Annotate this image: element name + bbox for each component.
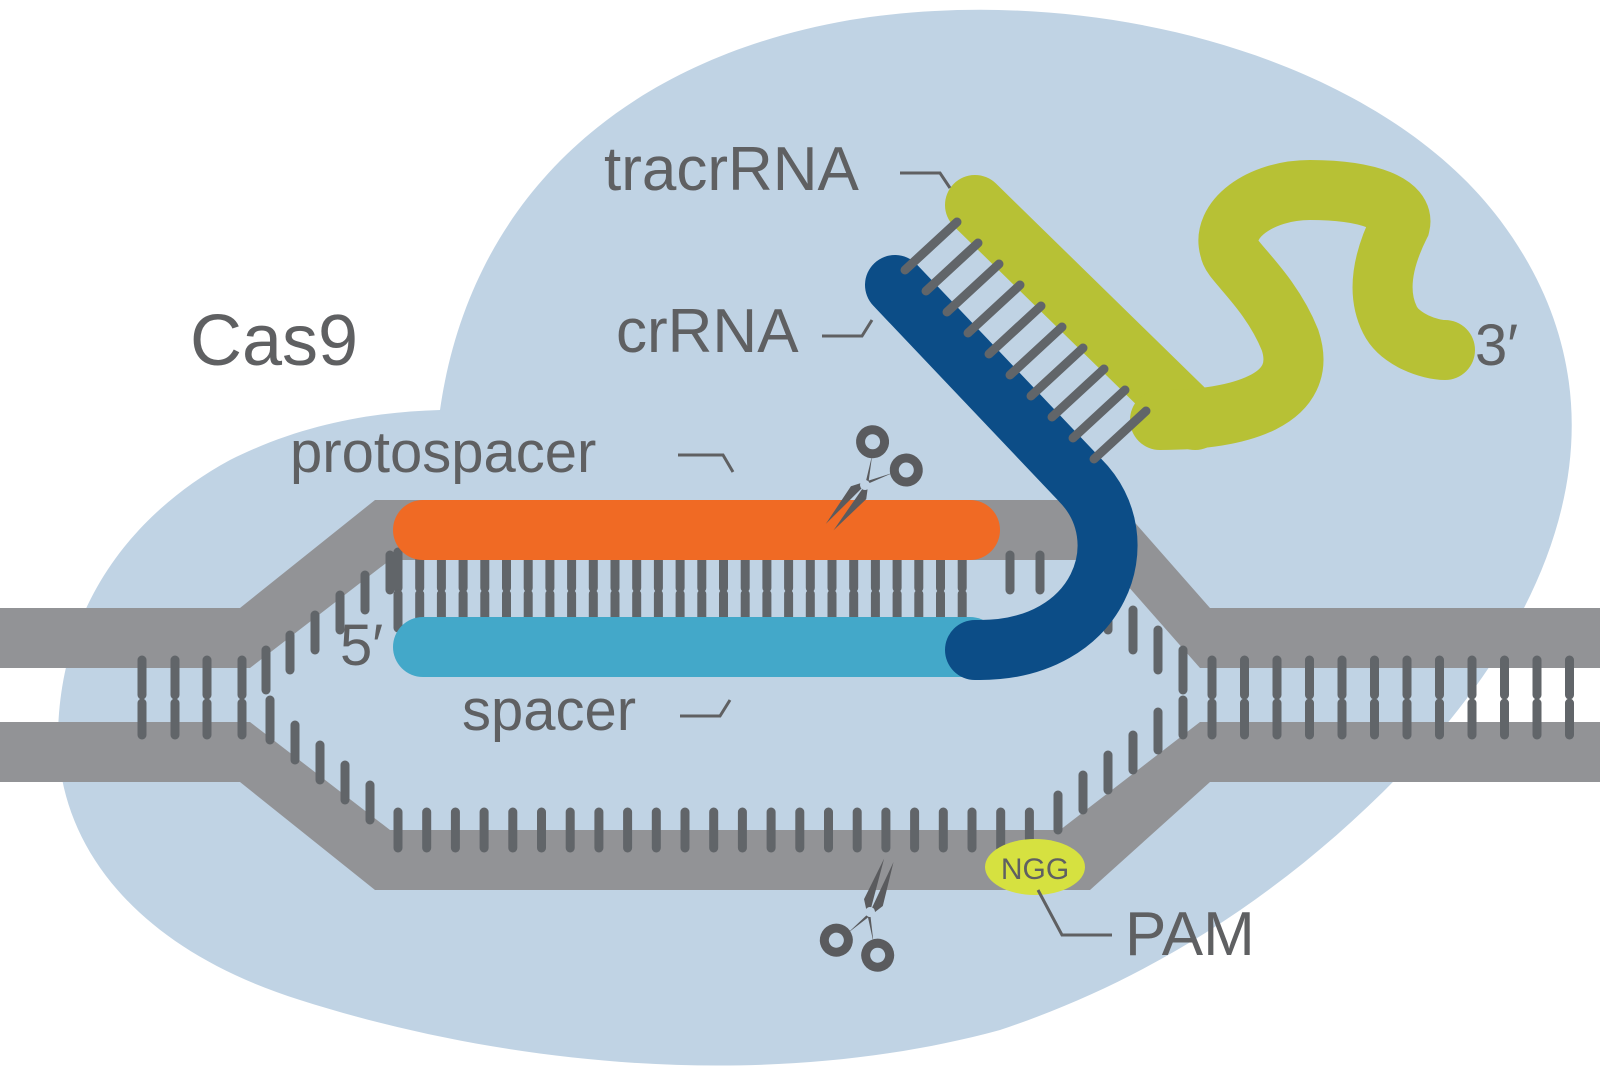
rna-base-pair (900, 217, 962, 275)
pam-highlight (985, 839, 1085, 895)
leader-lines (678, 171, 1112, 937)
spacer-strand (393, 617, 1000, 677)
rna-base-pairs (900, 217, 1151, 464)
rna-base-pair (984, 301, 1046, 359)
rna-base-pair (1068, 385, 1130, 443)
rna-base-pair (963, 280, 1025, 338)
tracrrna-strand (945, 159, 1475, 450)
cas9-label: Cas9 (190, 301, 358, 381)
rna-base-pair (921, 238, 983, 296)
rna-base-pair (1005, 322, 1067, 380)
protospacer-strand (393, 500, 1000, 560)
pam-sequence-label: NGG (1001, 853, 1069, 886)
scissors-icon-top (825, 425, 923, 531)
rna-base-pair (1026, 343, 1088, 401)
tracrrna-label: tracrRNA (604, 135, 860, 204)
scissors-icon-bottom (819, 858, 895, 972)
rna-base-pair (1047, 364, 1109, 422)
spacer-label: spacer (462, 678, 636, 743)
rna-base-pair (1089, 406, 1151, 464)
rna-base-pair (942, 259, 1004, 317)
five-prime-label: 5′ (340, 613, 383, 678)
crrna-label: crRNA (616, 297, 799, 366)
three-prime-label: 3′ (1475, 313, 1518, 378)
protospacer-label: protospacer (290, 420, 596, 485)
pam-label: PAM (1125, 900, 1255, 969)
crrna-strand (865, 255, 1138, 680)
